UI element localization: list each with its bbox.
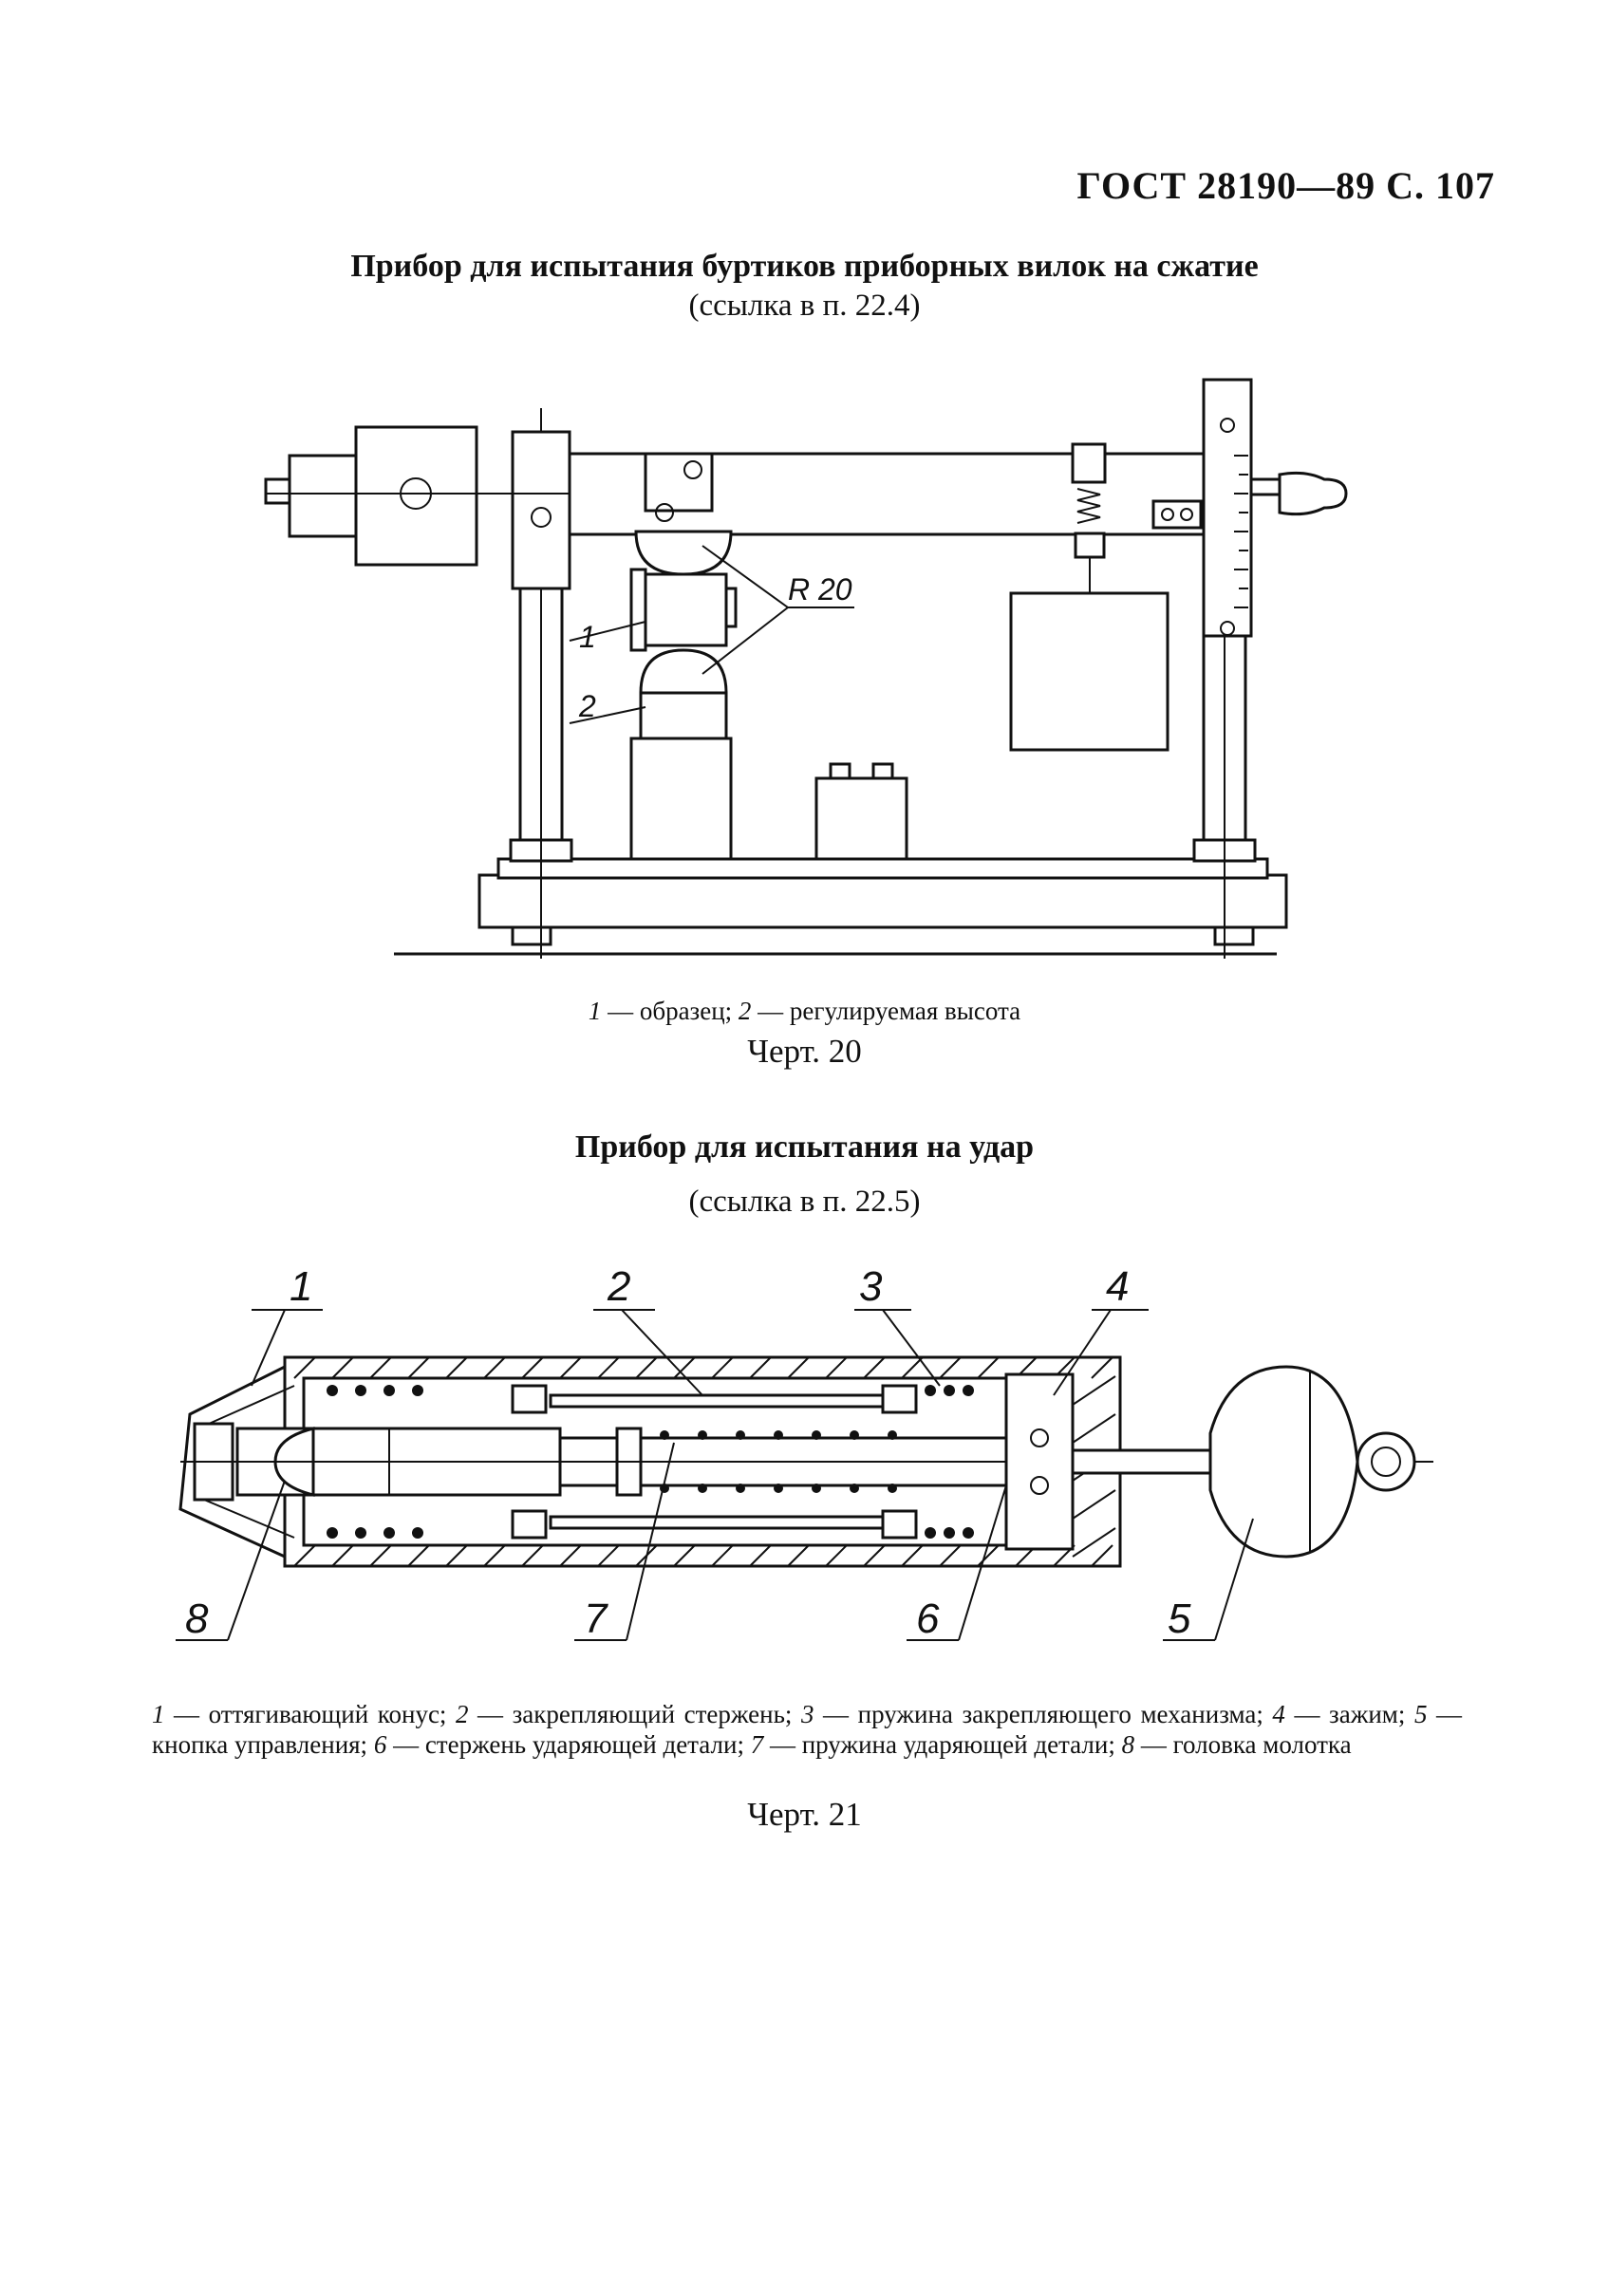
spring (1076, 488, 1101, 524)
caption20-num-2: 2 (738, 997, 752, 1025)
locking-rod-top (549, 1393, 885, 1409)
figure-20-drawing: 1 2 R 20 (264, 378, 1348, 959)
caption21-num-2: 2 (455, 1700, 469, 1728)
base-foot-left (511, 925, 552, 946)
caption21-num-5: 5 (1413, 1700, 1428, 1728)
base-plate-top (496, 857, 1269, 880)
figure-21-drawing: 1 2 3 4 5 6 7 8 (176, 1263, 1433, 1642)
fig21-label-4: 4 (1106, 1263, 1129, 1310)
housing-hatch (293, 1356, 1116, 1567)
figure-21-caption: 1 — оттягивающий конус; 2 — закрепляющий… (152, 1699, 1462, 1760)
fig21-label-8: 8 (185, 1596, 209, 1642)
fig21-label-1: 1 (290, 1263, 312, 1310)
upper-hemisphere (634, 530, 733, 576)
lower-hemisphere (639, 648, 728, 695)
weight (1009, 591, 1169, 752)
caption21-num-4: 4 (1272, 1700, 1285, 1728)
control-knob (1208, 1365, 1359, 1559)
caption21-text-3: — пружина закрепляющего механизма; (814, 1700, 1273, 1728)
caption21-num-3: 3 (801, 1700, 814, 1728)
figure-21-reference: (ссылка в п. 22.5) (688, 1185, 921, 1219)
caption21-text-6: — стержень ударяющей детали; (386, 1730, 751, 1759)
lower-pedestal (629, 737, 733, 861)
specimen (644, 572, 728, 647)
caption21-num-1: 1 (152, 1700, 165, 1728)
caption20-text-2: — регулируемая высота (751, 997, 1021, 1025)
figure-20-caption: 1 — образец; 2 — регулируемая высота (0, 997, 1609, 1026)
left-clamp (511, 430, 571, 590)
fig21-label-5: 5 (1168, 1596, 1191, 1642)
figure-20-label: Черт. 20 (747, 1033, 862, 1070)
counterweight-screw (288, 454, 358, 538)
figure-21-label: Черт. 21 (747, 1796, 862, 1833)
caption21-text-2: — закрепляющий стержень; (468, 1700, 801, 1728)
fig21-label-6: 6 (916, 1596, 940, 1642)
figure-20-reference: (ссылка в п. 22.4) (688, 289, 921, 323)
knob-ring (1356, 1431, 1416, 1492)
base-plate (477, 873, 1288, 929)
counterweight-block (354, 425, 478, 567)
caption21-num-8: 8 (1121, 1730, 1135, 1759)
clamp-body (1004, 1372, 1075, 1551)
caption21-text-4: — зажим; (1284, 1700, 1414, 1728)
page-header: ГОСТ 28190—89 С. 107 (1076, 164, 1495, 207)
caption21-num-7: 7 (750, 1730, 764, 1759)
spring-coils (327, 1385, 974, 1539)
caption21-text-8: — головка молотка (1134, 1730, 1352, 1759)
fig20-label-radius: R 20 (788, 572, 852, 607)
spring-holder (1071, 442, 1107, 484)
fig21-label-7: 7 (584, 1596, 608, 1642)
adjust-knob (1278, 471, 1348, 516)
fig20-label-1: 1 (579, 620, 596, 654)
beam-holder (644, 452, 714, 513)
fig20-label-2: 2 (578, 689, 596, 723)
fig21-label-2: 2 (607, 1263, 630, 1310)
locking-rod-bottom (549, 1515, 885, 1530)
caption21-text-1: — оттягивающий конус; (164, 1700, 456, 1728)
leader-lines (176, 1309, 1254, 1641)
scale-column (1202, 378, 1253, 638)
caption21-text-5: — кнопка управления; (152, 1700, 1463, 1759)
caption20-text-1: — образец; (601, 997, 739, 1025)
caption21-text-7: — пружина ударяющей детали; (763, 1730, 1122, 1759)
figure-20-title: Прибор для испытания буртиков приборных … (350, 249, 1259, 284)
contact-block (1151, 499, 1203, 530)
base-foot-right (1213, 925, 1255, 946)
caption21-num-6: 6 (373, 1730, 387, 1759)
fig21-label-3: 3 (859, 1263, 883, 1310)
battery-box (814, 776, 908, 861)
height-adjuster (639, 691, 728, 740)
figure-21-title: Прибор для испытания на удар (574, 1129, 1035, 1165)
scale-ticks (1234, 455, 1248, 608)
caption20-num-1: 1 (588, 997, 602, 1025)
